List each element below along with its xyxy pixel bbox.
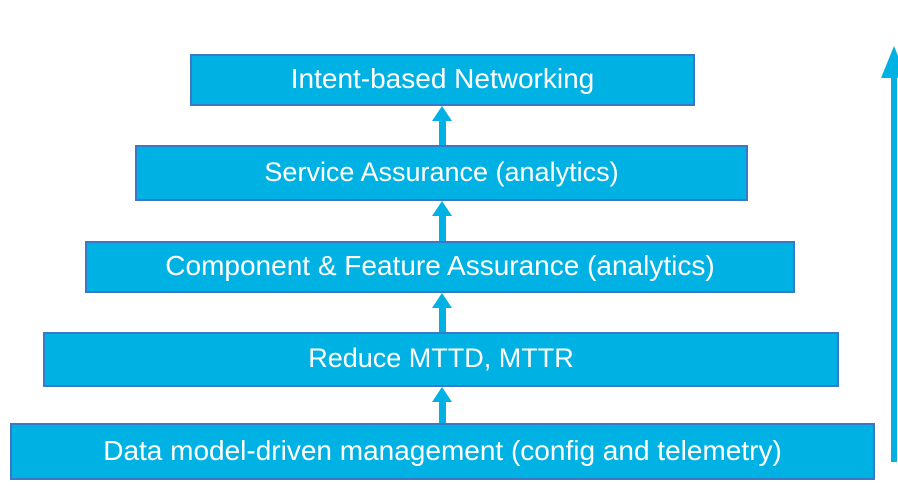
layer-label-data-model-driven-management: Data model-driven management (config and… (103, 434, 782, 466)
up-arrow-head (432, 106, 452, 121)
layer-box-service-assurance: Service Assurance (analytics) (135, 145, 748, 201)
layer-label-intent-based-networking: Intent-based Networking (290, 63, 595, 94)
up-arrow-icon (432, 387, 452, 423)
layer-box-intent-based-networking: Intent-based Networking (190, 54, 695, 106)
up-arrow-shaft (438, 216, 446, 241)
up-arrow-head (432, 201, 452, 216)
layer-label-reduce-mttd-mttr: Reduce MTTD, MTTR (308, 343, 574, 373)
layer-label-component-feature-assurance: Component & Feature Assurance (analytics… (165, 250, 715, 281)
layer-box-component-feature-assurance: Component & Feature Assurance (analytics… (85, 241, 795, 293)
up-arrow-head (432, 293, 452, 308)
up-arrow-shaft (438, 121, 446, 145)
up-arrow-icon (432, 106, 452, 145)
up-arrow-icon (432, 293, 452, 332)
up-arrow-icon (432, 201, 452, 241)
growth-arrow-shaft (891, 78, 897, 462)
up-arrow-shaft (438, 402, 446, 423)
growth-arrow-icon (881, 46, 898, 78)
layer-box-reduce-mttd-mttr: Reduce MTTD, MTTR (43, 332, 839, 387)
up-arrow-head (432, 387, 452, 402)
layer-label-service-assurance: Service Assurance (analytics) (264, 156, 619, 187)
layer-box-data-model-driven-management: Data model-driven management (config and… (10, 423, 875, 480)
up-arrow-shaft (438, 308, 446, 332)
